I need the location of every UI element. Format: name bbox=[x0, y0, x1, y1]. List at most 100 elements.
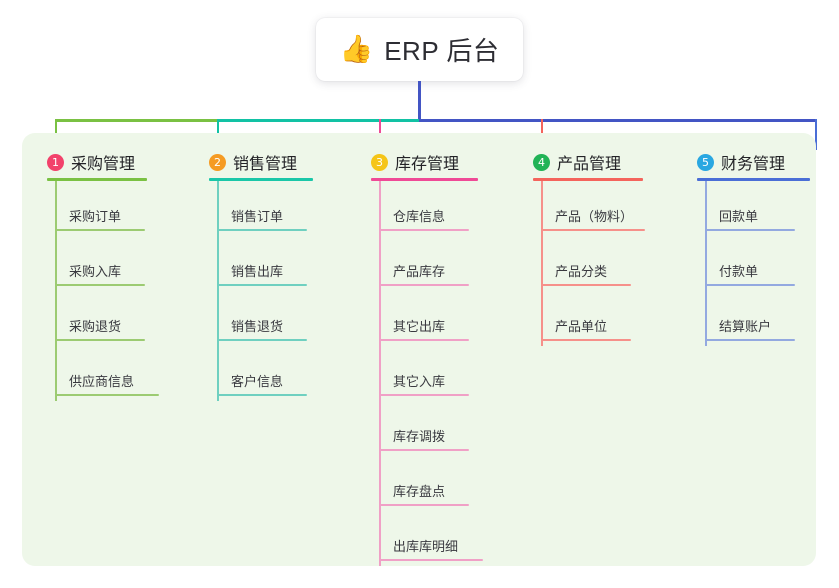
connector-drop-5 bbox=[815, 119, 817, 150]
leaf-node-label: 销售出库 bbox=[231, 264, 284, 279]
branch-number-badge: 5 bbox=[697, 153, 714, 171]
connector-drop-4 bbox=[541, 119, 543, 144]
branch-header-4[interactable]: 4 产品管理 bbox=[533, 150, 621, 174]
leaf-node-underline bbox=[55, 394, 159, 396]
leaf-node-label: 客户信息 bbox=[231, 374, 284, 389]
leaf-node[interactable]: 回款单 bbox=[705, 190, 795, 231]
leaf-node-underline bbox=[379, 504, 469, 506]
leaf-node-underline bbox=[541, 229, 645, 231]
leaf-node-underline bbox=[55, 229, 145, 231]
leaf-node-underline bbox=[705, 339, 795, 341]
leaf-node-label: 其它出库 bbox=[393, 319, 446, 334]
branches-panel bbox=[22, 133, 816, 566]
branch-header-underline bbox=[47, 178, 147, 181]
leaf-node-label: 付款单 bbox=[719, 264, 759, 279]
branch-rail bbox=[541, 181, 543, 346]
leaf-node[interactable]: 仓库信息 bbox=[379, 190, 469, 231]
leaf-node-underline bbox=[217, 339, 307, 341]
leaf-node[interactable]: 销售订单 bbox=[217, 190, 307, 231]
branch-header-label: 库存管理 bbox=[395, 156, 460, 173]
leaf-node-label: 产品库存 bbox=[393, 264, 446, 279]
leaf-node-underline bbox=[541, 284, 631, 286]
leaf-node[interactable]: 库存调拨 bbox=[379, 410, 469, 451]
leaf-node[interactable]: 产品（物料） bbox=[541, 190, 645, 231]
branch-header-label: 财务管理 bbox=[721, 156, 786, 173]
leaf-node-label: 出库库明细 bbox=[393, 539, 459, 554]
branch-header-2[interactable]: 2 销售管理 bbox=[209, 150, 297, 174]
leaf-node-label: 采购入库 bbox=[69, 264, 122, 279]
leaf-node-label: 仓库信息 bbox=[393, 209, 446, 224]
leaf-node-label: 采购退货 bbox=[69, 319, 122, 334]
connector-trunk bbox=[418, 81, 421, 122]
branch-number-badge: 4 bbox=[533, 153, 550, 171]
leaf-node[interactable]: 客户信息 bbox=[217, 355, 307, 396]
connector-bus-segment-2 bbox=[217, 119, 421, 122]
connector-bus-segment-3 bbox=[419, 119, 817, 122]
root-node-content: 👍 ERP 后台 bbox=[340, 31, 500, 68]
branch-number-badge: 2 bbox=[209, 153, 226, 171]
page-title: ERP 后台 bbox=[384, 36, 500, 66]
leaf-node[interactable]: 采购退货 bbox=[55, 300, 145, 341]
branch-header-label: 销售管理 bbox=[233, 156, 298, 173]
leaf-node-underline bbox=[217, 394, 307, 396]
connector-drop-2 bbox=[217, 119, 219, 144]
leaf-node-label: 其它入库 bbox=[393, 374, 446, 389]
thumbs-up-emoji: 👍 bbox=[339, 34, 374, 64]
leaf-node[interactable]: 采购订单 bbox=[55, 190, 145, 231]
leaf-node[interactable]: 产品单位 bbox=[541, 300, 631, 341]
leaf-node-underline bbox=[379, 394, 469, 396]
leaf-node-label: 回款单 bbox=[719, 209, 759, 224]
leaf-node[interactable]: 采购入库 bbox=[55, 245, 145, 286]
branch-header-3[interactable]: 3 库存管理 bbox=[371, 150, 459, 174]
branch-number-badge: 1 bbox=[47, 153, 64, 171]
leaf-node-label: 产品单位 bbox=[555, 319, 608, 334]
leaf-node[interactable]: 结算账户 bbox=[705, 300, 795, 341]
leaf-node-underline bbox=[705, 284, 795, 286]
leaf-node-label: 销售退货 bbox=[231, 319, 284, 334]
leaf-node-underline bbox=[379, 449, 469, 451]
leaf-node[interactable]: 供应商信息 bbox=[55, 355, 159, 396]
connector-drop-3 bbox=[379, 119, 381, 144]
leaf-node[interactable]: 产品分类 bbox=[541, 245, 631, 286]
branch-header-1[interactable]: 1 采购管理 bbox=[47, 150, 135, 174]
leaf-node-underline bbox=[55, 284, 145, 286]
connector-drop-1 bbox=[55, 119, 57, 144]
leaf-node-label: 库存调拨 bbox=[393, 429, 446, 444]
leaf-node[interactable]: 库存盘点 bbox=[379, 465, 469, 506]
branch-header-underline bbox=[209, 178, 313, 181]
branch-rail bbox=[55, 181, 57, 401]
leaf-node-label: 产品（物料） bbox=[555, 209, 634, 224]
leaf-node[interactable]: 其它入库 bbox=[379, 355, 469, 396]
branch-header-label: 采购管理 bbox=[71, 156, 136, 173]
branch-number-badge: 3 bbox=[371, 153, 388, 171]
branch-header-underline bbox=[533, 178, 643, 181]
root-node-card[interactable]: 👍 ERP 后台 bbox=[316, 18, 523, 81]
branch-rail bbox=[379, 181, 381, 566]
branch-rail bbox=[217, 181, 219, 401]
leaf-node-underline bbox=[541, 339, 631, 341]
leaf-node-label: 库存盘点 bbox=[393, 484, 446, 499]
leaf-node[interactable]: 付款单 bbox=[705, 245, 795, 286]
leaf-node-underline bbox=[217, 229, 307, 231]
connector-bus-segment-1 bbox=[55, 119, 219, 122]
branch-header-underline bbox=[697, 178, 810, 181]
leaf-node-underline bbox=[379, 339, 469, 341]
leaf-node-label: 结算账户 bbox=[719, 319, 772, 334]
leaf-node[interactable]: 其它出库 bbox=[379, 300, 469, 341]
leaf-node[interactable]: 产品库存 bbox=[379, 245, 469, 286]
leaf-node-underline bbox=[217, 284, 307, 286]
branch-header-label: 产品管理 bbox=[557, 156, 622, 173]
leaf-node[interactable]: 出库库明细 bbox=[379, 520, 483, 561]
branch-rail bbox=[705, 181, 707, 346]
leaf-node-label: 采购订单 bbox=[69, 209, 122, 224]
leaf-node-underline bbox=[55, 339, 145, 341]
leaf-node-label: 销售订单 bbox=[231, 209, 284, 224]
branch-header-5[interactable]: 5 财务管理 bbox=[697, 150, 785, 174]
leaf-node[interactable]: 销售退货 bbox=[217, 300, 307, 341]
leaf-node[interactable]: 销售出库 bbox=[217, 245, 307, 286]
leaf-node-label: 供应商信息 bbox=[69, 374, 135, 389]
leaf-node-underline bbox=[379, 559, 483, 561]
leaf-node-underline bbox=[379, 284, 469, 286]
leaf-node-underline bbox=[379, 229, 469, 231]
